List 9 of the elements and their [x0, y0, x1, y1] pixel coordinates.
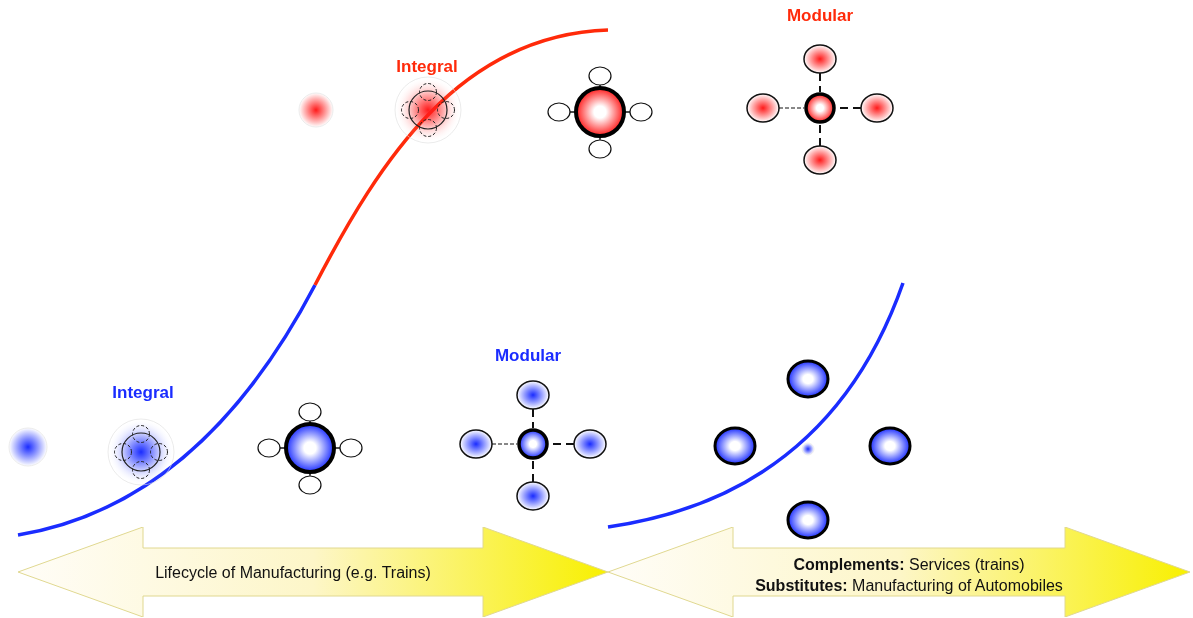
- arrow-text: Complements: Services (trains): [793, 555, 1025, 575]
- architecture-label: Modular: [786, 6, 854, 26]
- arrow-text: Substitutes: Manufacturing of Automobiles: [755, 576, 1063, 596]
- double-arrow-band: [608, 527, 1190, 617]
- arrow-text: Lifecycle of Manufacturing (e.g. Trains): [155, 562, 431, 583]
- double-arrow-band: [18, 527, 608, 617]
- architecture-label: Integral: [396, 57, 458, 77]
- architecture-label: Integral: [112, 383, 174, 403]
- architecture-label: Modular: [494, 346, 562, 366]
